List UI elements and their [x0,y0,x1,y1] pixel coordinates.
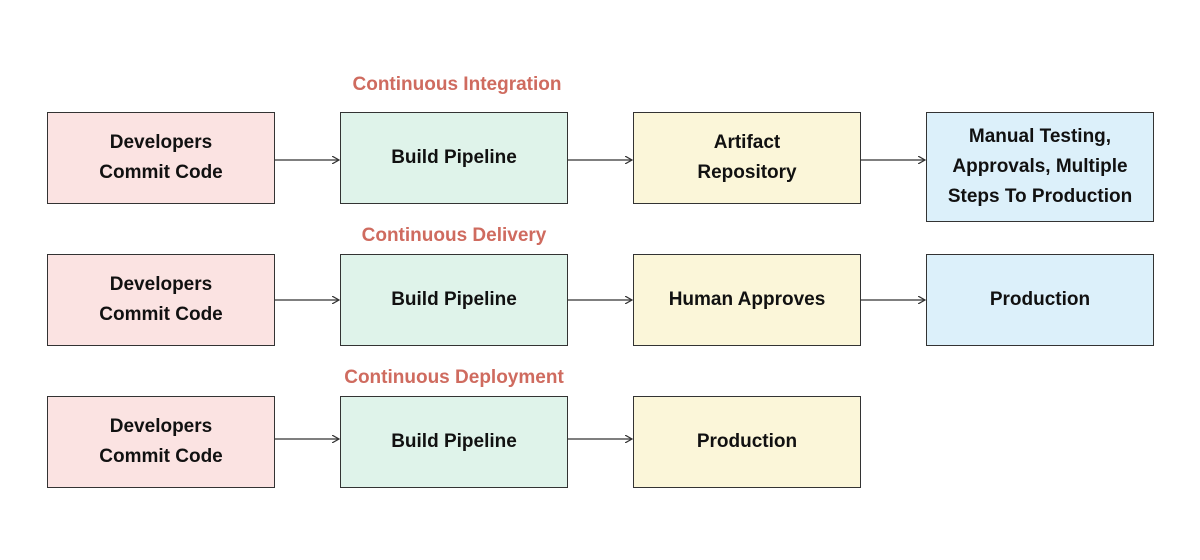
node-developers-commit-code-ci: Developers Commit Code [47,112,275,204]
node-developers-commit-code-cdep: Developers Commit Code [47,396,275,488]
node-manual-testing-approvals: Manual Testing, Approvals, Multiple Step… [926,112,1154,222]
node-label: Manual Testing, Approvals, Multiple Step… [947,126,1133,207]
title-continuous-delivery: Continuous Delivery [361,225,547,246]
node-label: Production [989,289,1091,310]
title-continuous-deployment: Continuous Deployment [344,367,564,388]
node-label: Developers Commit Code [99,274,223,325]
node-build-pipeline-cdep: Build Pipeline [340,396,568,488]
node-production-cdep: Production [633,396,861,488]
node-developers-commit-code-cd: Developers Commit Code [47,254,275,346]
node-label: Developers Commit Code [99,416,223,467]
title-continuous-integration: Continuous Integration [352,74,562,95]
node-label: Human Approves [668,289,826,310]
node-label: Build Pipeline [391,431,517,452]
node-build-pipeline-cd: Build Pipeline [340,254,568,346]
node-label: Artifact Repository [697,132,797,183]
node-build-pipeline-ci: Build Pipeline [340,112,568,204]
node-production-cd: Production [926,254,1154,346]
node-label: Production [696,431,798,452]
node-label: Build Pipeline [391,289,517,310]
node-label: Developers Commit Code [99,132,223,183]
node-human-approves: Human Approves [633,254,861,346]
node-label: Build Pipeline [391,147,517,168]
node-artifact-repository: Artifact Repository [633,112,861,204]
